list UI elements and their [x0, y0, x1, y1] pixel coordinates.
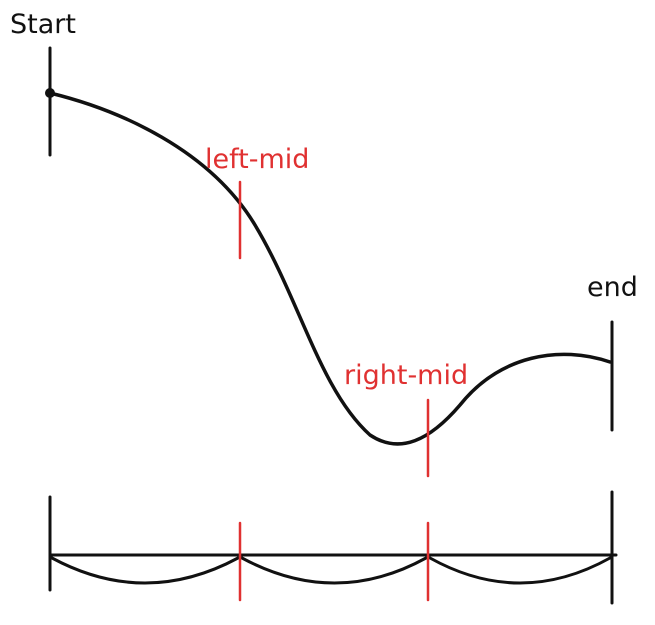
curve-panel: Start left-mid right-mid end [10, 9, 638, 478]
start-label: Start [10, 9, 76, 40]
main-curve [48, 91, 612, 446]
segment-arc-3 [428, 556, 612, 585]
start-point [45, 88, 55, 98]
segment-arc-1 [50, 556, 240, 585]
end-label: end [587, 272, 638, 303]
left-mid-label: left-mid [205, 144, 309, 175]
segment-arc-2 [240, 556, 428, 585]
right-mid-label: right-mid [344, 360, 468, 391]
segment-panel [48, 490, 618, 605]
